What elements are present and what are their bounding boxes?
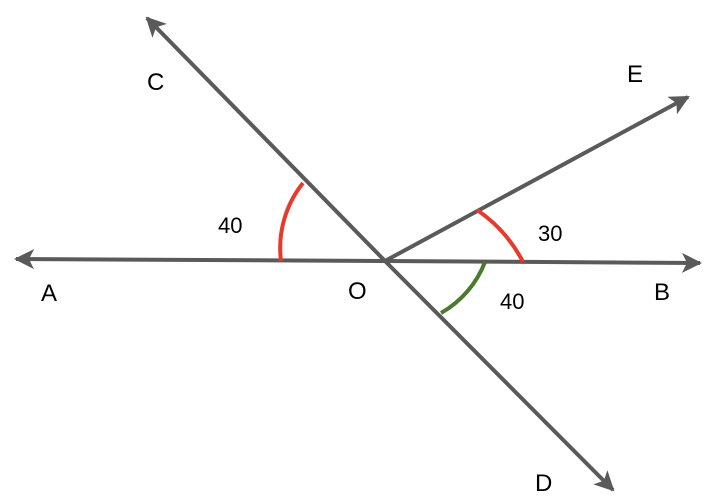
angle-arc-bod [440,261,487,315]
line-cd [145,16,615,492]
point-label-o: O [348,278,367,305]
point-label-d: D [535,470,552,497]
angle-label-eob: 30 [538,221,562,246]
point-label-e: E [627,61,643,88]
point-label-a: A [41,280,57,307]
angle-label-aoc: 40 [218,213,242,238]
angle-arc-aoc [278,181,305,262]
angle-label-bod: 40 [500,289,524,314]
line-ab [14,249,702,273]
point-label-b: B [654,279,670,306]
ray-oe [384,95,690,263]
point-label-c: C [147,69,164,96]
angle-arc-eob [475,208,525,263]
